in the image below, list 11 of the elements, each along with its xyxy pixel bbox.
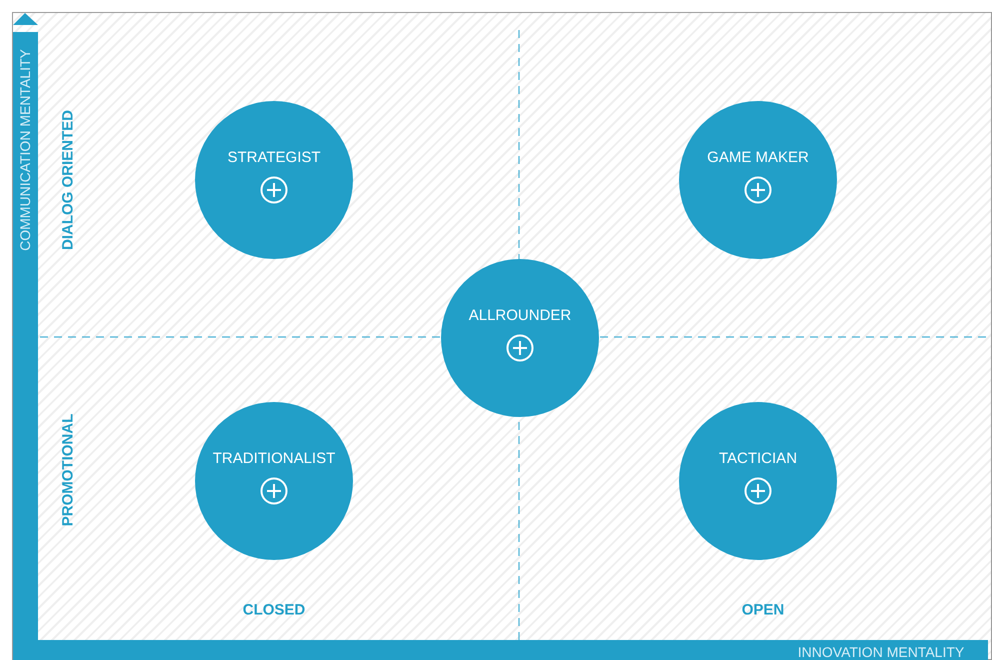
quadrant-label: CLOSED [242, 602, 306, 618]
node-title: GAME MAKER [707, 148, 809, 166]
node-title: STRATEGIST [227, 148, 321, 166]
quadrant-label: OPEN [742, 602, 784, 618]
axis-title: INNOVATION MENTALITY [798, 644, 964, 660]
node-title: ALLROUNDER [468, 306, 572, 324]
node-title: TRADITIONALIST [212, 450, 336, 466]
quadrant-label: DIALOG ORIENTED [60, 110, 76, 250]
quadrant-label: PROMOTIONAL [60, 414, 76, 526]
node-title: TACTICIAN [718, 450, 798, 466]
axis-title: COMMUNICATION MENTALITY [17, 49, 33, 251]
